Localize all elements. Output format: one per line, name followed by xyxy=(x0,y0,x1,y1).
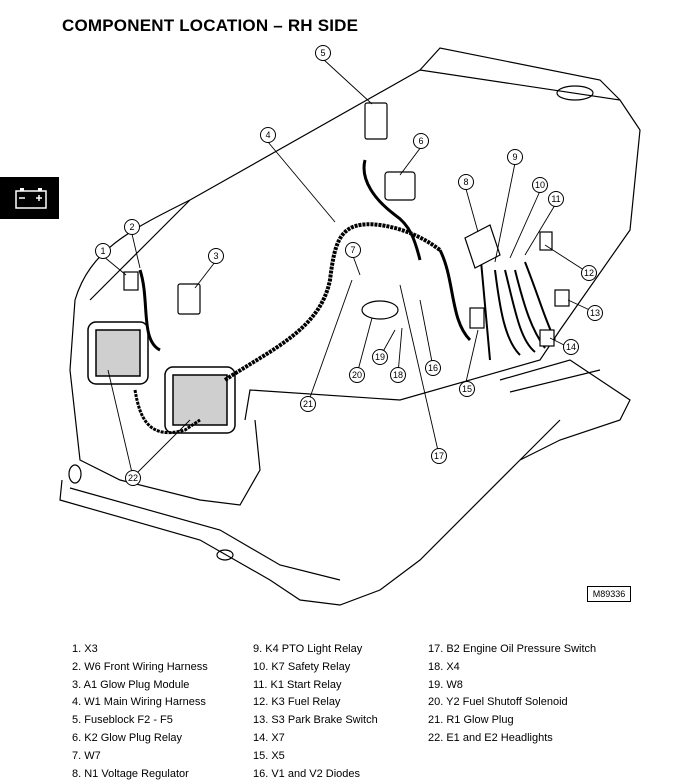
callout-number: 11 xyxy=(551,194,560,204)
park-brake-switch xyxy=(554,289,570,307)
legend-item: 8. N1 Voltage Regulator xyxy=(72,767,189,780)
callout-number: 22 xyxy=(128,473,138,483)
callout-number: 8 xyxy=(463,177,468,187)
legend-item: 12. K3 Fuel Relay xyxy=(253,696,341,709)
legend-item: 10. K7 Safety Relay xyxy=(253,660,351,673)
legend-item: 15. X5 xyxy=(253,749,285,762)
fuseblock xyxy=(364,102,388,140)
callout-18: 18 xyxy=(390,367,406,383)
section-tab xyxy=(0,177,59,219)
legend-item: 4. W1 Main Wiring Harness xyxy=(72,696,206,709)
leader-lines xyxy=(102,58,595,478)
callout-number: 6 xyxy=(418,136,423,146)
callout-number: 12 xyxy=(584,268,594,278)
headlight-left xyxy=(87,321,149,385)
callout-number: 10 xyxy=(535,180,545,190)
callout-14: 14 xyxy=(563,339,579,355)
fuel-shutoff-solenoid xyxy=(361,300,399,320)
legend-item: 19. W8 xyxy=(428,678,463,691)
callout-4: 4 xyxy=(260,127,276,143)
callout-5: 5 xyxy=(315,45,331,61)
legend-item: 18. X4 xyxy=(428,660,460,673)
legend-item: 17. B2 Engine Oil Pressure Switch xyxy=(428,643,597,655)
legend-item: 11. K1 Start Relay xyxy=(253,678,342,691)
callout-number: 4 xyxy=(265,130,270,140)
callout-7: 7 xyxy=(345,242,361,258)
legend-column-3: 17. B2 Engine Oil Pressure Switch 18. X4 1… xyxy=(428,641,596,748)
legend-item: 13. S3 Park Brake Switch xyxy=(253,714,378,727)
callout-number: 15 xyxy=(462,384,472,394)
legend-item: 14. X7 xyxy=(253,731,285,744)
callout-16: 16 xyxy=(425,360,441,376)
callout-17: 17 xyxy=(431,448,447,464)
callout-number: 16 xyxy=(428,363,438,373)
callout-number: 20 xyxy=(352,370,362,380)
glow-plug-module xyxy=(177,283,201,315)
callout-11: 11 xyxy=(548,191,564,207)
callout-3: 3 xyxy=(208,248,224,264)
fuel-relay xyxy=(539,231,553,251)
callout-number: 2 xyxy=(129,222,134,232)
legend-item: 2. W6 Front Wiring Harness xyxy=(72,660,208,673)
components xyxy=(123,102,570,347)
page-title: COMPONENT LOCATION – RH SIDE xyxy=(62,16,359,35)
callout-15: 15 xyxy=(459,381,475,397)
headlight-right xyxy=(164,366,236,434)
callout-6: 6 xyxy=(413,133,429,149)
legend-item: 9. K4 PTO Light Relay xyxy=(253,643,363,655)
callout-number: 1 xyxy=(100,246,105,256)
legend-item: 22. E1 and E2 Headlights xyxy=(428,731,553,744)
legend-column-1: 1. X3 2. W6 Front Wiring Harness 3. A1 Glo… xyxy=(72,641,208,783)
connector-x5 xyxy=(469,307,485,329)
glow-plug-relay xyxy=(384,171,416,201)
callout-13: 13 xyxy=(587,305,603,321)
figure-id: M89336 xyxy=(587,586,631,602)
voltage-regulator xyxy=(464,224,501,269)
legend-column-2: 9. K4 PTO Light Relay 10. K7 Safety Relay… xyxy=(253,641,378,783)
legend-item: 7. W7 xyxy=(72,749,101,762)
legend-item: 1. X3 xyxy=(72,643,98,655)
callout-number: 17 xyxy=(434,451,444,461)
callout-1: 1 xyxy=(95,243,111,259)
callout-19: 19 xyxy=(372,349,388,365)
legend-item: 3. A1 Glow Plug Module xyxy=(72,678,190,691)
legend-item: 21. R1 Glow Plug xyxy=(428,714,514,727)
callout-number: 5 xyxy=(320,48,325,58)
callout-22: 22 xyxy=(125,470,141,486)
callout-number: 14 xyxy=(566,342,576,352)
callout-number: 3 xyxy=(213,251,218,261)
callout-2: 2 xyxy=(124,219,140,235)
connector-x7 xyxy=(539,329,555,347)
legend-item: 20. Y2 Fuel Shutoff Solenoid xyxy=(428,696,568,709)
battery-icon xyxy=(15,188,47,209)
callout-20: 20 xyxy=(349,367,365,383)
legend-item: 16. V1 and V2 Diodes xyxy=(253,767,361,780)
callout-number: 21 xyxy=(303,399,313,409)
callout-number: 9 xyxy=(512,152,517,162)
connector-x3 xyxy=(123,271,139,291)
callout-number: 18 xyxy=(393,370,403,380)
callout-21: 21 xyxy=(300,396,316,412)
callout-12: 12 xyxy=(581,265,597,281)
tractor-outline xyxy=(59,47,641,606)
callout-number: 7 xyxy=(350,245,355,255)
callout-number: 13 xyxy=(590,308,600,318)
legend-item: 6. K2 Glow Plug Relay xyxy=(72,731,183,744)
callout-10: 10 xyxy=(532,177,548,193)
callout-9: 9 xyxy=(507,149,523,165)
legend-item: 5. Fuseblock F2 - F5 xyxy=(72,714,173,727)
callout-number: 19 xyxy=(375,352,385,362)
callout-8: 8 xyxy=(458,174,474,190)
